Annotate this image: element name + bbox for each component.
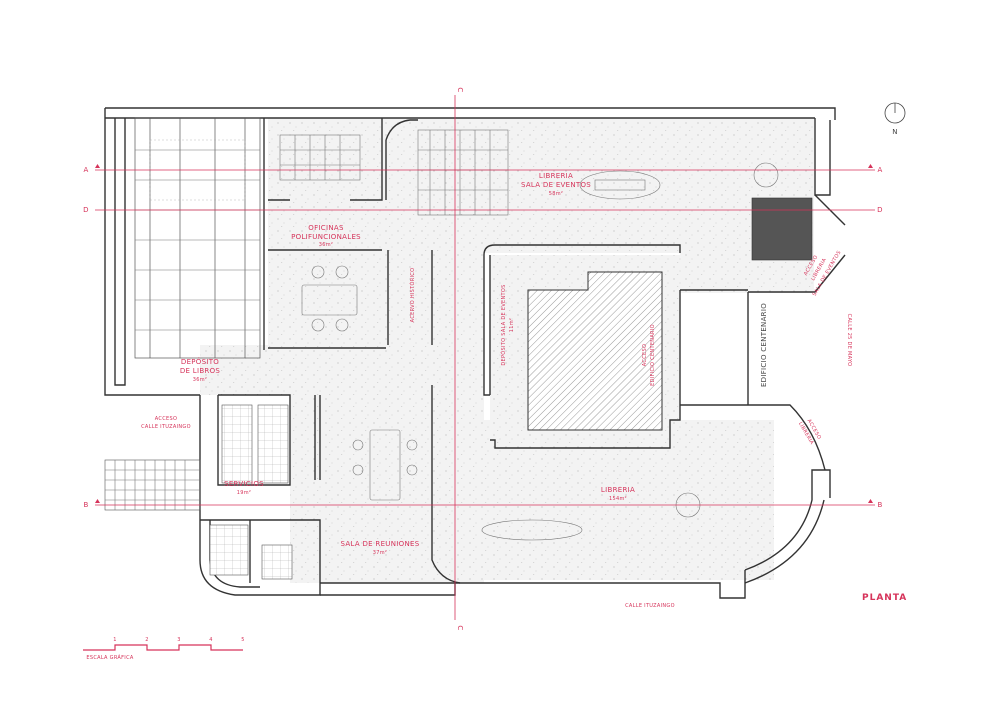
north-label: N bbox=[892, 128, 898, 136]
libreria-eventos-area: 58m² bbox=[549, 191, 563, 197]
scale-tick-5: 5 bbox=[241, 637, 244, 643]
scale-tick-2: 2 bbox=[145, 637, 148, 643]
section-label-c-top: C bbox=[456, 87, 464, 92]
section-label-a-left: A bbox=[83, 166, 88, 174]
acceso-centenario-line2: EDIFICIO CENTENARIO bbox=[650, 324, 656, 386]
libreria-area: 154m² bbox=[609, 496, 627, 502]
libreria-label: LIBRERIA bbox=[601, 486, 635, 494]
access-stairs bbox=[104, 459, 201, 511]
libreria-eventos-line1: LIBRERIA bbox=[539, 172, 573, 180]
acervo-label: ACERVO HISTÓRICO bbox=[409, 268, 416, 323]
plan-title: PLANTA bbox=[862, 593, 907, 603]
acceso-centenario-line1: ACCESO bbox=[642, 344, 648, 366]
scale-tick-3: 3 bbox=[177, 637, 180, 643]
oficinas-line1: OFICINAS bbox=[308, 224, 344, 232]
section-label-a-right: A bbox=[877, 166, 882, 174]
deposito-libros-line1: DEPÓSITO bbox=[181, 357, 219, 366]
section-label-c-bottom: C bbox=[456, 625, 464, 630]
section-label-d-left: D bbox=[83, 206, 89, 214]
sala-reuniones-area: 37m² bbox=[373, 550, 387, 556]
section-lines bbox=[95, 95, 875, 620]
floor-fill bbox=[200, 118, 814, 583]
deposito-libros-line2: DE LIBROS bbox=[180, 367, 221, 375]
oficinas-area: 36m² bbox=[319, 242, 333, 248]
libreria-eventos-line2: SALA DE EVENTOS bbox=[521, 181, 591, 189]
scale-label: ESCALA GRÁFICA bbox=[86, 654, 133, 661]
book-deposit-shelving bbox=[134, 117, 261, 359]
section-label-b-left: B bbox=[83, 501, 88, 509]
central-void bbox=[527, 271, 663, 431]
exterior-walls bbox=[104, 107, 846, 599]
deposito-eventos-area: 11m² bbox=[509, 318, 515, 332]
section-label-d-right: D bbox=[877, 206, 883, 214]
street-right-label: CALLE 25 DE MAYO bbox=[846, 314, 852, 367]
scale-tick-4: 4 bbox=[209, 637, 212, 643]
sala-reuniones-label: SALA DE REUNIONES bbox=[341, 540, 420, 548]
services-tiles bbox=[209, 404, 293, 580]
interior-walls bbox=[200, 118, 749, 584]
scale-tick-1: 1 bbox=[113, 637, 116, 643]
oficinas-line2: POLIFUNCIONALES bbox=[291, 233, 361, 241]
scale-bar bbox=[83, 644, 243, 651]
deposito-eventos-line1: DEPÓSITO SALA DE EVENTOS bbox=[500, 284, 507, 365]
edificio-centenario-label: EDIFICIO CENTENARIO bbox=[760, 303, 768, 387]
acceso-ituzaingo-line1: ACCESO bbox=[155, 416, 177, 422]
section-label-b-right: B bbox=[877, 501, 882, 509]
north-arrow-icon bbox=[884, 102, 906, 124]
servicios-label: SERVICIOS bbox=[224, 480, 264, 488]
servicios-area: 19m² bbox=[237, 490, 251, 496]
acceso-ituzaingo-line2: CALLE ITUZAINGO bbox=[141, 424, 191, 430]
deposito-libros-area: 36m² bbox=[193, 377, 207, 383]
street-bottom-label: CALLE ITUZAINGO bbox=[625, 603, 675, 609]
